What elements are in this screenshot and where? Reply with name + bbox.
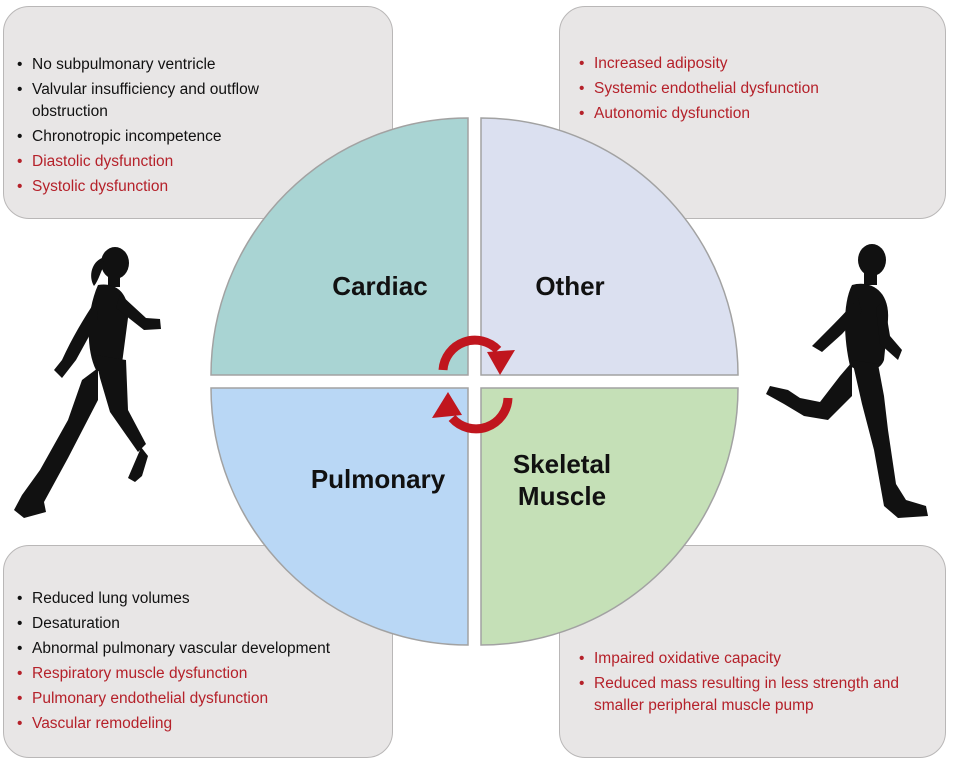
cardiac-item: Chronotropic incompetence	[16, 126, 316, 148]
cardiac-factors-list: No subpulmonary ventricle Valvular insuf…	[16, 54, 316, 201]
pulmonary-factors-list: Reduced lung volumes Desaturation Abnorm…	[16, 588, 386, 738]
cycle-arrow-top-head	[487, 350, 515, 375]
cardiac-item: No subpulmonary ventricle	[16, 54, 316, 76]
skeletal-item: Impaired oxidative capacity	[578, 648, 918, 670]
cardiac-item: Diastolic dysfunction	[16, 151, 316, 173]
skeletal-muscle-factors-list: Impaired oxidative capacity Reduced mass…	[578, 648, 918, 720]
pulmonary-quadrant	[210, 387, 469, 646]
female-runner-silhouette	[14, 247, 161, 518]
skeletal-item: Reduced mass resulting in less strength …	[578, 673, 918, 717]
cycle-arrow-top	[438, 335, 502, 371]
cycle-arrow-bottom-head	[432, 392, 462, 418]
pulmonary-item: Abnormal pulmonary vascular development	[16, 638, 386, 660]
skeletal-muscle-label: Skeletal Muscle	[482, 448, 642, 512]
male-runner-silhouette	[766, 244, 928, 518]
pulmonary-label: Pulmonary	[310, 464, 446, 494]
other-quadrant	[480, 117, 739, 376]
cardiac-label: Cardiac	[332, 271, 428, 301]
skeletal-label-line2: Muscle	[517, 481, 607, 511]
cycle-arrow-bottom	[448, 397, 513, 434]
other-item: Systemic endothelial dysfunction	[578, 78, 888, 100]
pulmonary-item: Desaturation	[16, 613, 386, 635]
pulmonary-item: Respiratory muscle dysfunction	[16, 663, 386, 685]
cardiac-quadrant	[210, 117, 469, 376]
other-factors-list: Increased adiposity Systemic endothelial…	[578, 53, 888, 128]
pulmonary-item: Reduced lung volumes	[16, 588, 386, 610]
other-label: Other	[535, 271, 605, 301]
other-item: Increased adiposity	[578, 53, 888, 75]
pulmonary-item: Vascular remodeling	[16, 713, 386, 735]
cardiac-item: Valvular insufficiency and outflow obstr…	[16, 79, 316, 123]
cycle-arrows	[432, 335, 515, 434]
cardiac-item: Systolic dysfunction	[16, 176, 316, 198]
pulmonary-item: Pulmonary endothelial dysfunction	[16, 688, 386, 710]
skeletal-label-line1: Skeletal	[512, 449, 612, 479]
other-item: Autonomic dysfunction	[578, 103, 888, 125]
skeletal-muscle-quadrant	[480, 387, 739, 646]
